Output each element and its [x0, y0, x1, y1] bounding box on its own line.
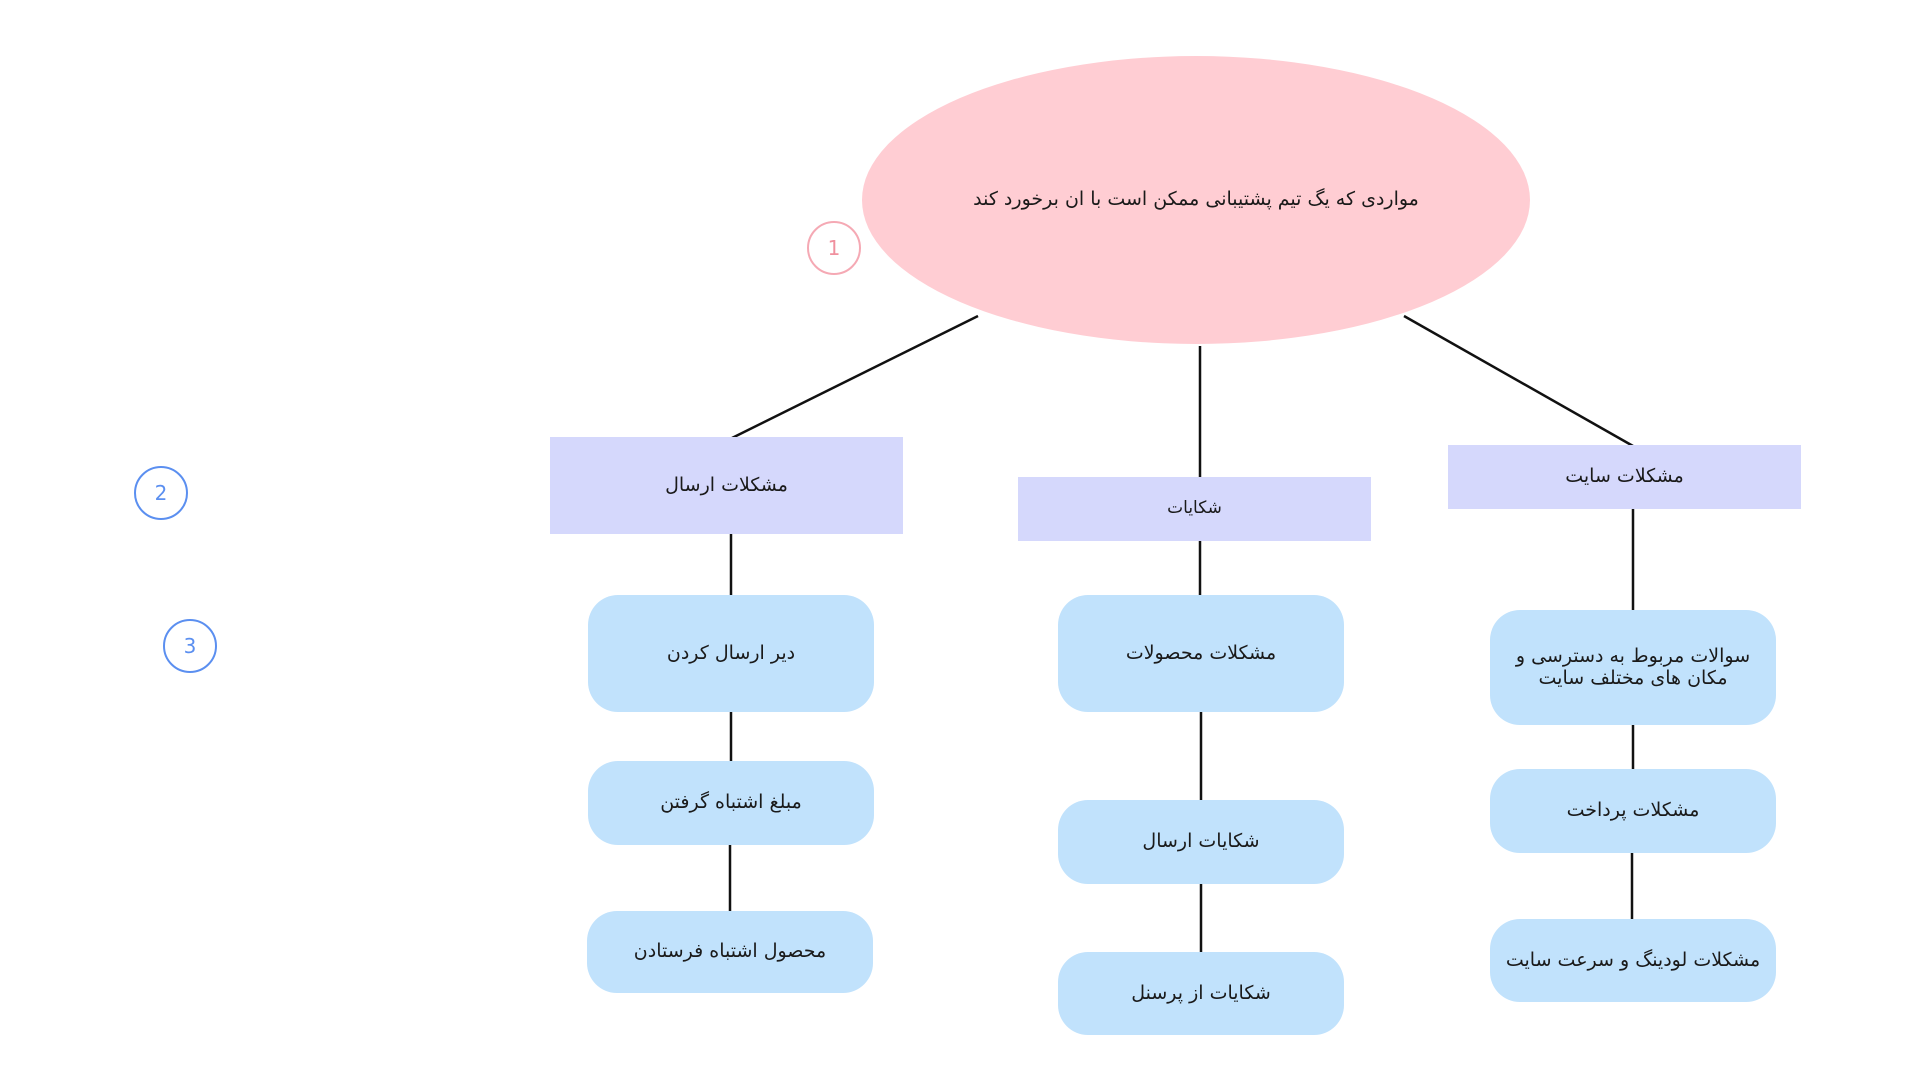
item-loading-speed-issues[interactable]: مشکلات لودینگ و سرعت سایت: [1490, 919, 1776, 1002]
category-label: مشکلات سایت: [1565, 465, 1684, 488]
category-shipping-issues[interactable]: مشکلات ارسال: [550, 437, 903, 534]
category-label: شکایات: [1167, 498, 1222, 519]
item-wrong-product[interactable]: محصول اشتباه فرستادن: [587, 911, 873, 993]
step-badge-3: 3: [163, 619, 217, 673]
root-node[interactable]: مواردی که یگ تیم پشتیبانی ممکن است با ان…: [862, 56, 1530, 344]
item-staff-complaints[interactable]: شکایات از پرسنل: [1058, 952, 1344, 1035]
step-badge-1: 1: [807, 221, 861, 275]
item-product-issues[interactable]: مشکلات محصولات: [1058, 595, 1344, 712]
category-complaints[interactable]: شکایات: [1018, 477, 1371, 541]
category-site-issues[interactable]: مشکلات سایت: [1448, 445, 1801, 509]
item-wrong-amount[interactable]: مبلغ اشتباه گرفتن: [588, 761, 874, 845]
connector-root-right: [1403, 314, 1634, 448]
item-late-shipping[interactable]: دیر ارسال کردن: [588, 595, 874, 712]
item-shipping-complaints[interactable]: شکایات ارسال: [1058, 800, 1344, 884]
item-payment-issues[interactable]: مشکلات پرداخت: [1490, 769, 1776, 853]
root-node-label: مواردی که یگ تیم پشتیبانی ممکن است با ان…: [973, 188, 1419, 211]
category-label: مشکلات ارسال: [665, 473, 788, 496]
step-badge-2: 2: [134, 466, 188, 520]
item-site-access-questions[interactable]: سوالات مربوط به دسترسی و مکان های مختلف …: [1490, 610, 1776, 725]
connector-root-left: [731, 314, 979, 440]
